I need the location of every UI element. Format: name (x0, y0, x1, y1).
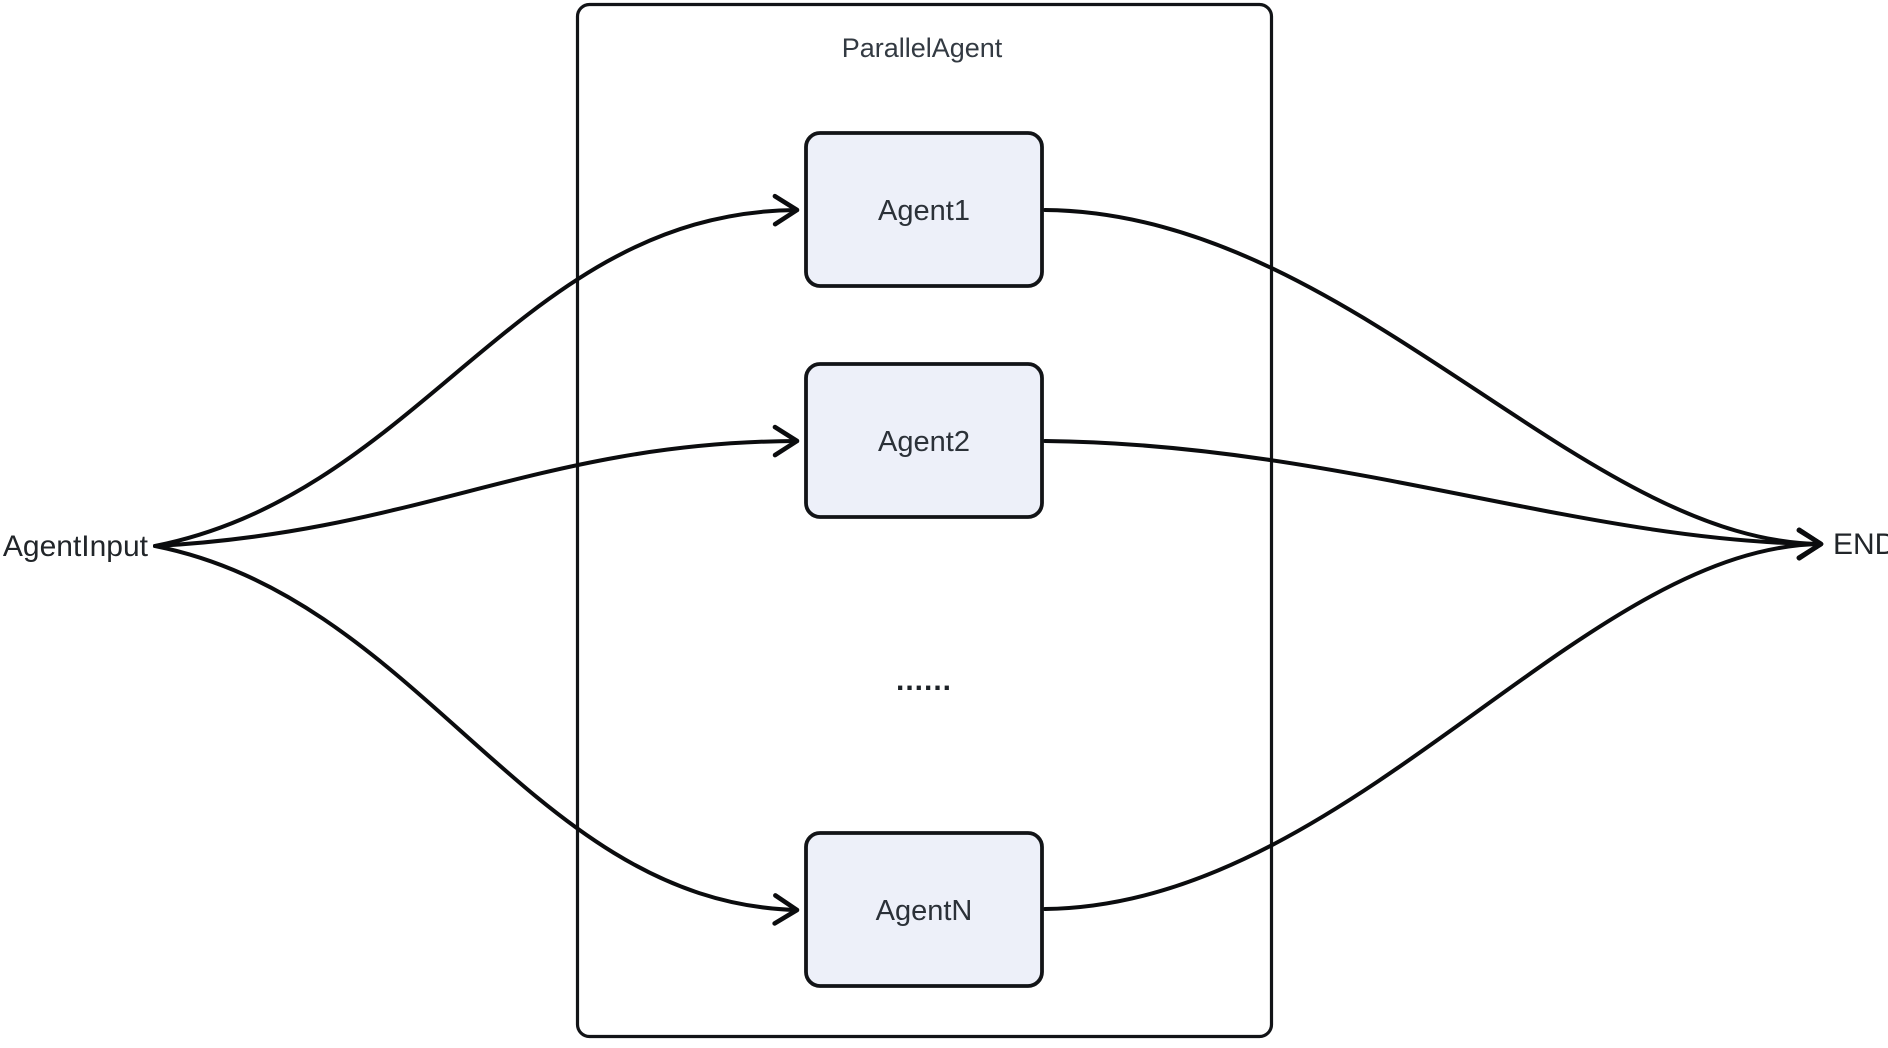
node-agentn-box (804, 831, 1044, 988)
edge-agent1-to-end (1043, 208, 1824, 561)
end-label: END (1833, 528, 1888, 561)
node-agent2-label: Agent2 (878, 426, 970, 458)
parallel-agent-title: ParallelAgent (842, 33, 1003, 63)
node-agent2-box (804, 362, 1044, 519)
node-agentn: AgentN (804, 831, 1044, 988)
node-agent1-label: Agent1 (878, 195, 970, 227)
edge-input-to-agent2 (153, 424, 800, 548)
agent-input-label: AgentInput (3, 530, 149, 563)
node-agentn-label: AgentN (876, 895, 973, 927)
node-agent2: Agent2 (804, 362, 1044, 519)
edge-input-to-agent1 (153, 193, 800, 548)
node-agent1-box (804, 131, 1044, 288)
edge-agent2-to-end (1043, 439, 1824, 561)
edge-agentn-to-end (1043, 528, 1824, 911)
parallel-agent-container (575, 2, 1274, 1039)
ellipsis-label: ...... (896, 664, 952, 697)
edge-input-to-agentn (153, 544, 800, 926)
node-agent1: Agent1 (804, 131, 1044, 288)
